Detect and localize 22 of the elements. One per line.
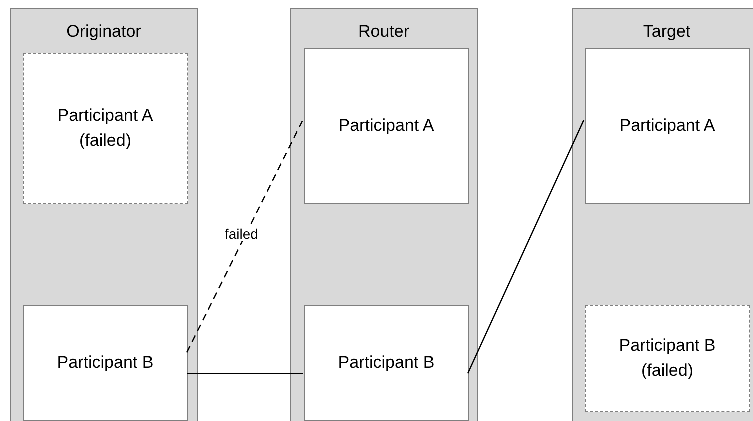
participant-box xyxy=(585,48,750,204)
participant-box xyxy=(23,305,188,421)
connector-line xyxy=(467,120,585,374)
participant-box xyxy=(23,53,188,204)
participant-box xyxy=(304,305,469,421)
lane-title: Target xyxy=(643,21,691,43)
participant-box xyxy=(585,305,750,412)
participant-label: Participant B xyxy=(338,352,435,374)
participant-label: Participant A xyxy=(338,114,434,137)
participant-box xyxy=(304,48,469,204)
lane-column xyxy=(10,8,198,421)
lane-column xyxy=(290,8,478,421)
participant-label: Participant B (failed) xyxy=(618,334,717,382)
connector-line xyxy=(186,120,304,354)
lane-title: Router xyxy=(358,21,410,43)
participant-label: Participant A xyxy=(620,114,716,137)
connector-line xyxy=(187,372,303,374)
lane-column xyxy=(572,8,753,421)
edge-label: failed xyxy=(223,226,260,241)
participant-label: Participant B xyxy=(57,352,154,374)
participant-label: Participant A (failed) xyxy=(56,104,154,152)
lane-title: Originator xyxy=(66,21,142,43)
